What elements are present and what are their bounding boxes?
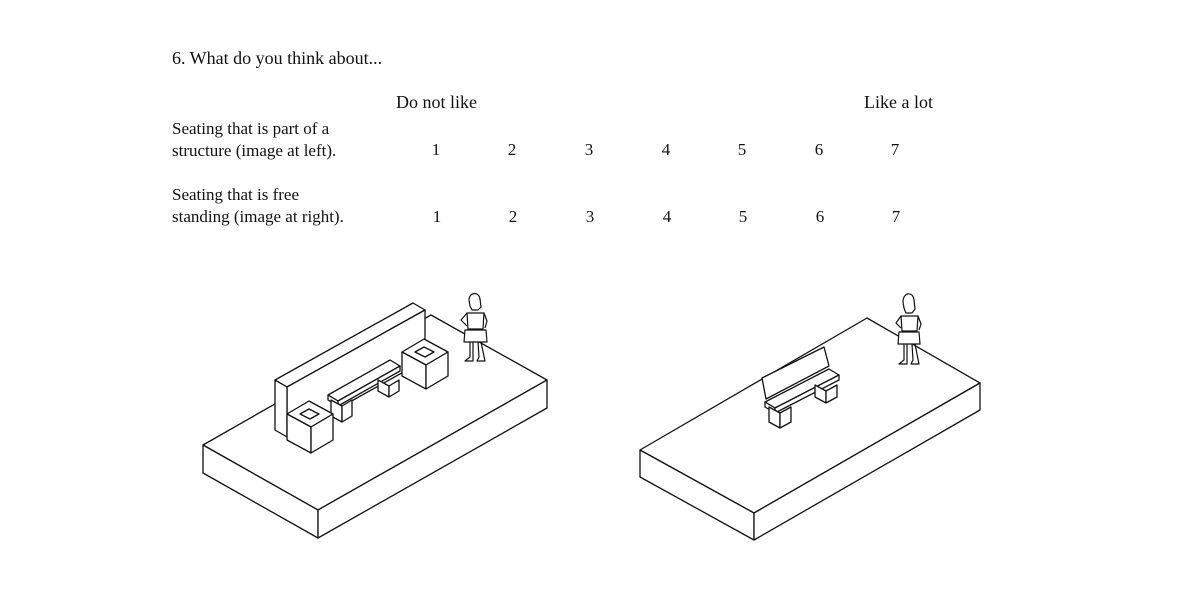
- bench: [327, 359, 401, 423]
- rating-option-3[interactable]: 3: [585, 207, 595, 226]
- rating-option-5[interactable]: 5: [737, 140, 747, 159]
- person-figure: [895, 293, 922, 365]
- rating-option-4[interactable]: 4: [661, 140, 671, 159]
- scale-high-label: Like a lot: [864, 92, 933, 112]
- rating-option-6[interactable]: 6: [814, 140, 824, 159]
- rating-option-6[interactable]: 6: [815, 207, 825, 226]
- rating-option-7[interactable]: 7: [891, 207, 901, 226]
- row-label-line: Seating that is part of a: [172, 119, 330, 138]
- rating-option-3[interactable]: 3: [584, 140, 594, 159]
- platform: [639, 317, 981, 541]
- rating-option-5[interactable]: 5: [738, 207, 748, 226]
- rating-option-1[interactable]: 1: [432, 207, 442, 226]
- rating-option-1[interactable]: 1: [431, 140, 441, 159]
- row-label-line: standing (image at right).: [172, 207, 344, 226]
- rating-option-2[interactable]: 2: [507, 140, 517, 159]
- bench: [761, 346, 840, 429]
- rating-option-7[interactable]: 7: [890, 140, 900, 159]
- rating-option-2[interactable]: 2: [508, 207, 518, 226]
- planter-box: [401, 338, 449, 390]
- row-label-freestanding: Seating that is free standing (image at …: [172, 184, 344, 228]
- person-figure: [460, 292, 488, 362]
- planter-box: [286, 400, 334, 454]
- scale-low-label: Do not like: [396, 92, 477, 112]
- question-text: 6. What do you think about...: [172, 48, 383, 68]
- row-label-line: structure (image at left).: [172, 141, 337, 160]
- rating-option-4[interactable]: 4: [662, 207, 672, 226]
- row-label-line: Seating that is free: [172, 185, 299, 204]
- integrated-seating-illustration: [202, 292, 548, 539]
- row-label-structure: Seating that is part of a structure (ima…: [172, 118, 336, 162]
- freestanding-bench-illustration: [639, 293, 981, 541]
